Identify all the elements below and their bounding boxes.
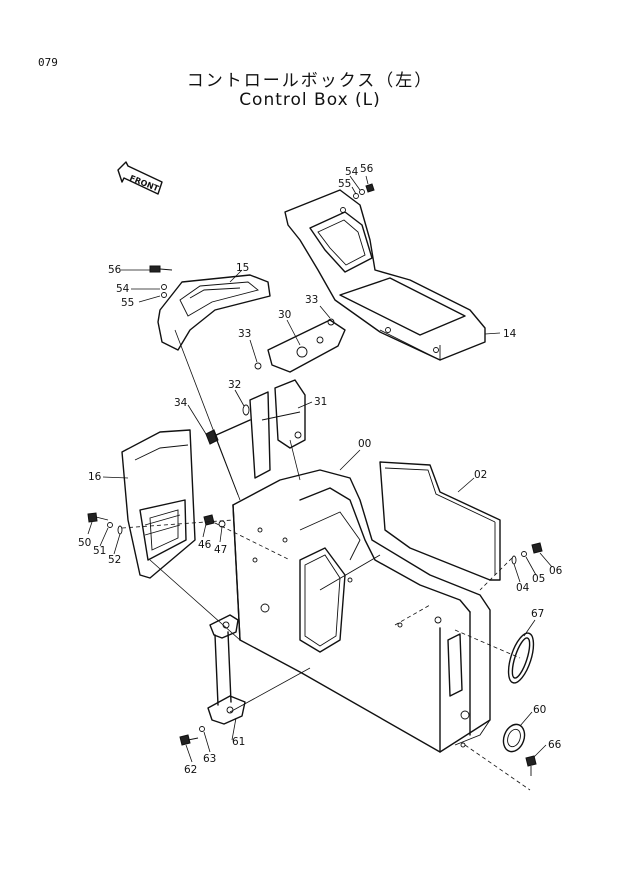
- part-15-lever-plate: [157, 274, 271, 351]
- callout-15: 15: [236, 262, 249, 274]
- callout-04: 04: [516, 582, 530, 594]
- front-arrow-marker: FRONT: [117, 161, 163, 195]
- part-16-side-panel: [121, 429, 196, 579]
- callout-66: 66: [548, 739, 562, 751]
- callout-33-left: 33: [238, 328, 251, 340]
- callout-46: 46: [198, 539, 212, 551]
- callout-14: 14: [503, 328, 517, 340]
- callout-labels: 54 56 55 14 56 54 55 15 33 30 33 32 34 3…: [78, 163, 563, 776]
- part-02-side-cover: [379, 461, 501, 581]
- part-00-control-box-body: [232, 469, 491, 753]
- callout-62: 62: [184, 764, 197, 776]
- callout-02: 02: [474, 469, 487, 481]
- callout-61: 61: [232, 736, 245, 748]
- callout-47: 47: [214, 544, 227, 556]
- callout-00: 00: [358, 438, 371, 450]
- callout-56-left: 56: [108, 264, 122, 276]
- callout-54-top: 54: [345, 166, 359, 178]
- part-30-plate: [267, 319, 346, 373]
- callout-55-top: 55: [338, 178, 351, 190]
- callout-16: 16: [88, 471, 102, 483]
- callout-54-left: 54: [116, 283, 130, 295]
- callout-33-right: 33: [305, 294, 318, 306]
- callout-52: 52: [108, 554, 121, 566]
- callout-leaders: [87, 175, 553, 763]
- part-60-cap: [502, 723, 526, 753]
- callout-30: 30: [278, 309, 291, 321]
- callout-63: 63: [203, 753, 216, 765]
- callout-67: 67: [531, 608, 544, 620]
- part-31-bracket: [249, 379, 306, 479]
- callout-34: 34: [174, 397, 188, 409]
- part-14-top-cover: [284, 189, 486, 361]
- callout-32: 32: [228, 379, 241, 391]
- part-67-grommet: [507, 632, 535, 684]
- callout-05: 05: [532, 573, 545, 585]
- callout-31: 31: [314, 396, 327, 408]
- callout-06: 06: [549, 565, 563, 577]
- diagram-title-japanese: コントロールボックス（左）: [186, 71, 434, 91]
- front-label: FRONT: [128, 174, 160, 194]
- diagram-title-english: Control Box (L): [239, 90, 381, 110]
- assembly-lines: [121, 329, 531, 791]
- callout-51: 51: [93, 545, 106, 557]
- callout-56-top: 56: [360, 163, 374, 175]
- page-number: 079: [38, 56, 58, 69]
- callout-60: 60: [533, 704, 546, 716]
- callout-50: 50: [78, 537, 91, 549]
- callout-55-left: 55: [121, 297, 134, 309]
